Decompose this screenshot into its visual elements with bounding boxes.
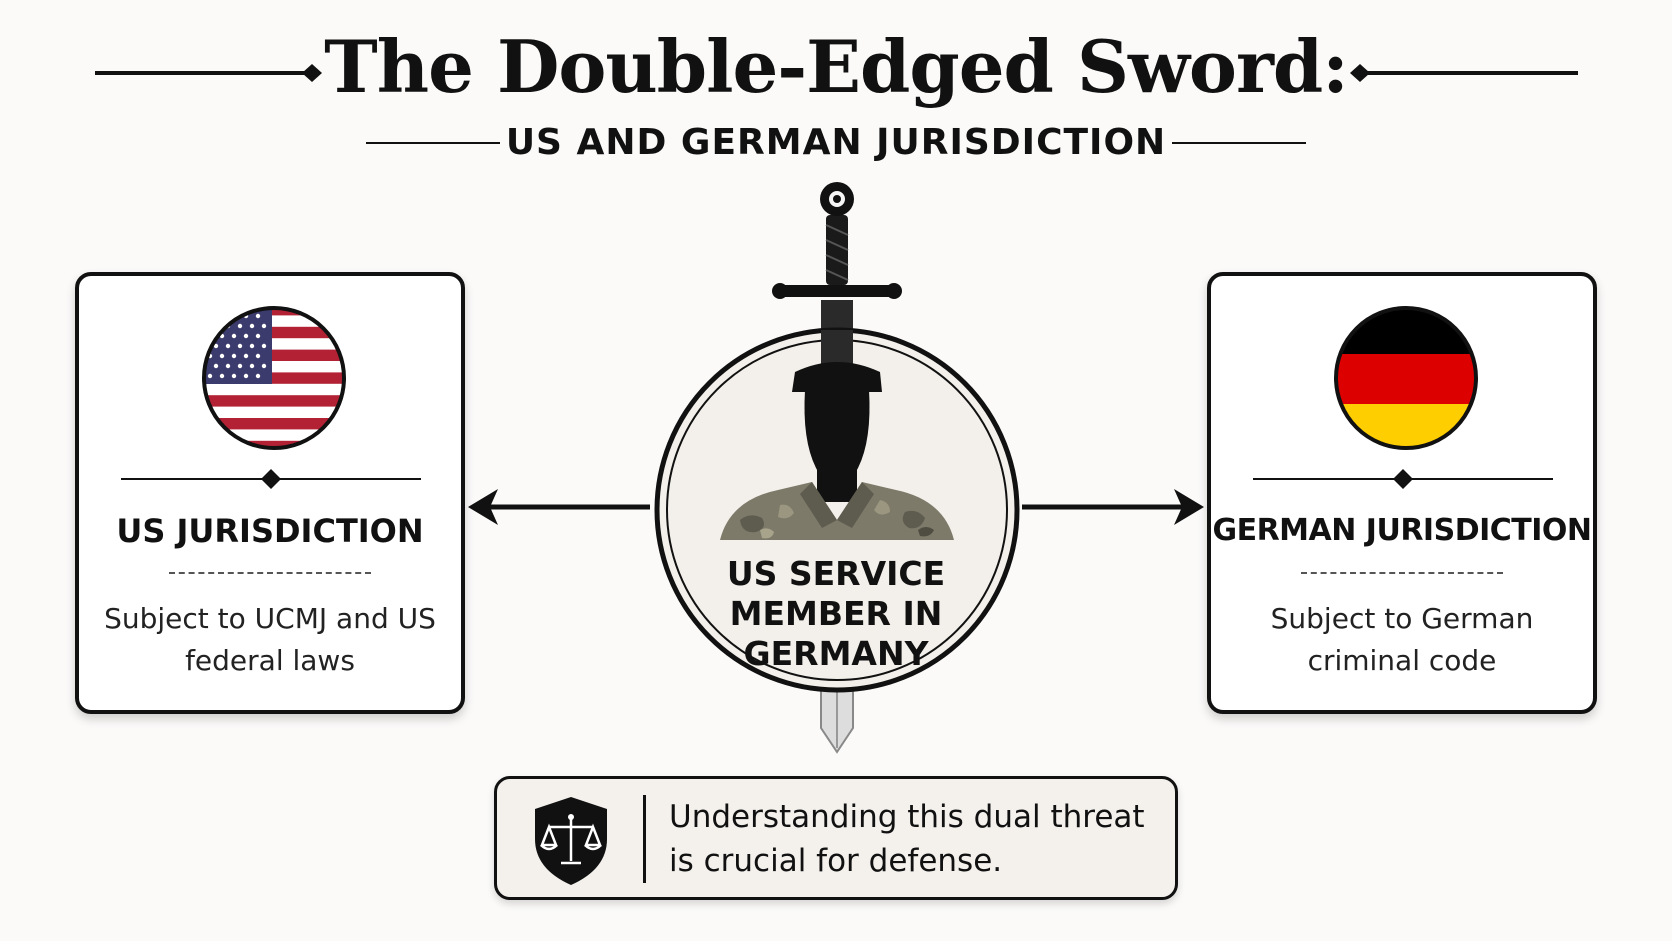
card-divider: [121, 469, 421, 489]
arrow-to-germany: [1022, 489, 1204, 525]
us-flag-icon: [202, 306, 346, 450]
defense-note: Understanding this dual threat is crucia…: [494, 776, 1178, 900]
us-jurisdiction-title: US JURISDICTION: [116, 512, 424, 550]
page-subtitle: US AND GERMAN JURISDICTION: [505, 122, 1167, 163]
note-separator: [643, 795, 646, 883]
justice-shield-icon: [535, 797, 607, 885]
us-jurisdiction-card: US JURISDICTION Subject to UCMJ and US f…: [75, 272, 465, 714]
title-left-rule: [95, 64, 322, 82]
german-flag-icon: [1334, 306, 1478, 450]
card-dashed-rule: [1301, 572, 1503, 574]
title-right-rule: [1350, 64, 1578, 82]
page-title: The Double-Edged Sword:: [324, 24, 1349, 109]
german-jurisdiction-body: Subject to German criminal code: [1270, 602, 1534, 677]
german-jurisdiction-title: GERMAN JURISDICTION: [1212, 513, 1592, 548]
card-dashed-rule: [169, 572, 371, 574]
arrow-to-us: [468, 489, 650, 525]
soldier-silhouette-icon: [720, 362, 954, 540]
german-jurisdiction-card: GERMAN JURISDICTION Subject to German cr…: [1207, 272, 1597, 714]
note-text: Understanding this dual threat is crucia…: [669, 799, 1145, 879]
card-divider: [1253, 469, 1553, 489]
us-jurisdiction-body: Subject to UCMJ and US federal laws: [104, 602, 436, 677]
center-label: US SERVICE MEMBER IN GERMANY: [726, 554, 946, 673]
